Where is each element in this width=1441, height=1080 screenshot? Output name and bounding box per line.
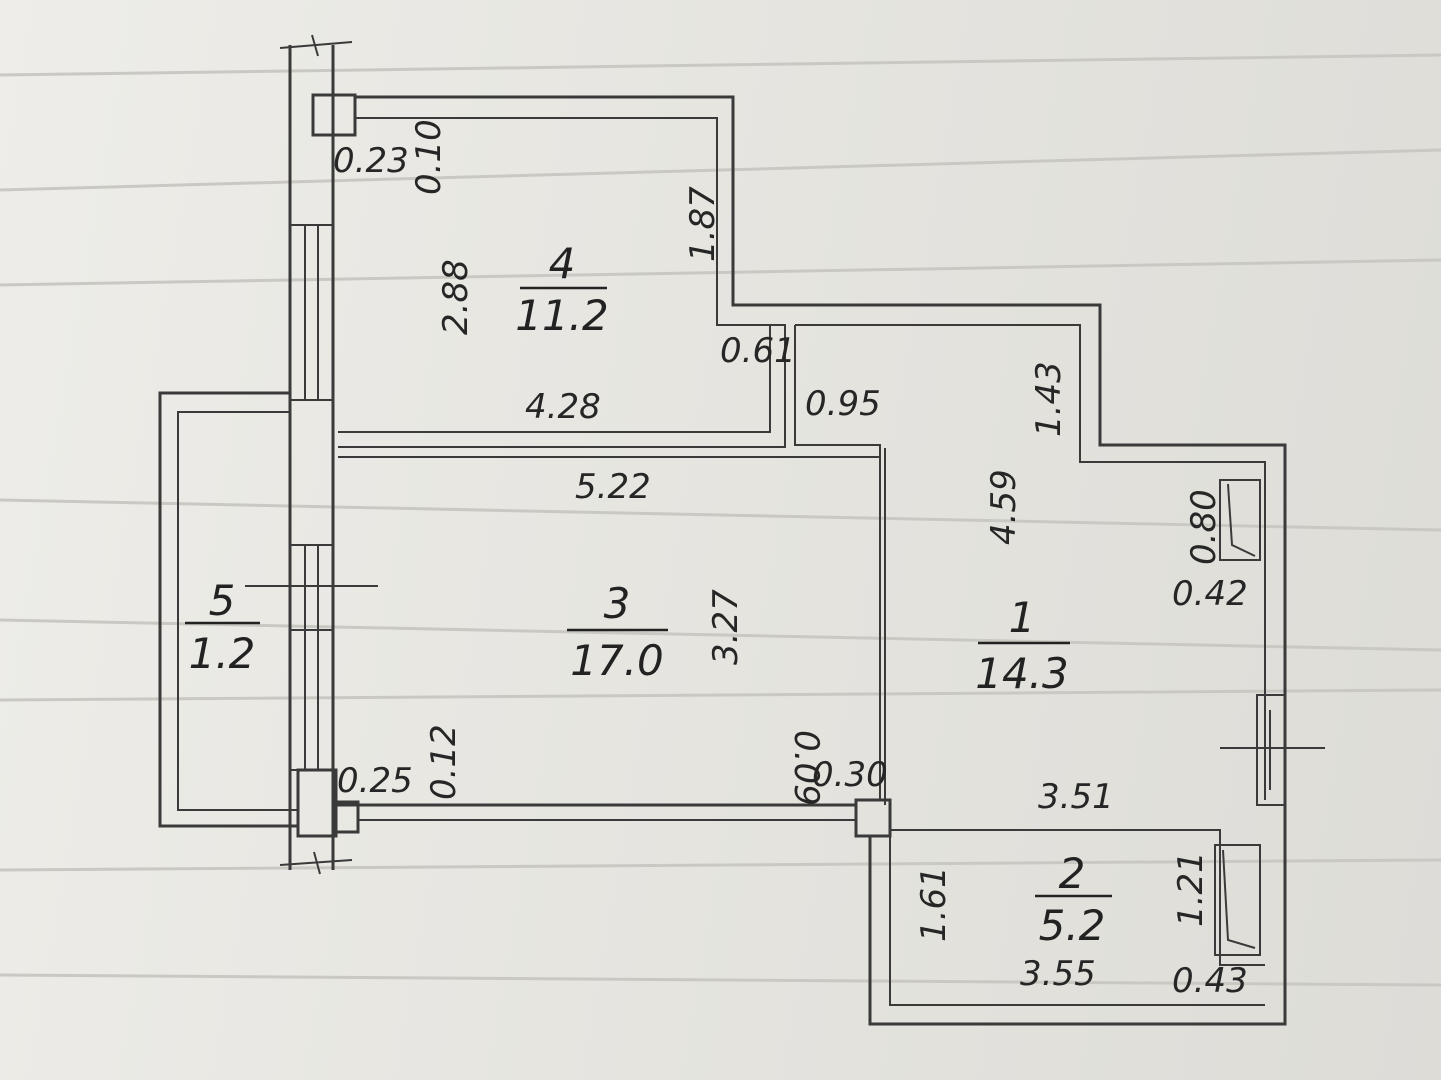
- fixtures: [1214, 479, 1261, 956]
- balcony-outline: [158, 391, 378, 828]
- dim-r4-width: 4.28: [525, 387, 601, 427]
- dim-r1-niche: 0.42: [1172, 574, 1248, 614]
- room-area: 14.3: [975, 649, 1069, 698]
- dim-r2-niche: 0.43: [1172, 961, 1248, 1001]
- dim-r3-width: 5.22: [575, 467, 651, 507]
- room-number: 5: [209, 576, 236, 625]
- room-number: 1: [1009, 593, 1036, 642]
- dim-r3-column: 0.30: [812, 755, 888, 795]
- dim-r3-pier: 0.25: [337, 761, 413, 801]
- room-label-4: 4 11.2: [515, 239, 609, 340]
- dim-corridor-width: 0.95: [805, 384, 881, 424]
- dim-r4-height: 2.88: [436, 259, 476, 335]
- dim-r1-window: 0.80: [1184, 489, 1224, 565]
- dim-r1-notch: 1.43: [1029, 361, 1069, 437]
- room-number: 3: [604, 579, 631, 628]
- column-center: [854, 798, 892, 838]
- background-ruling: [0, 53, 1441, 987]
- exterior-wall-left: [279, 34, 353, 875]
- room-area: 11.2: [515, 291, 609, 340]
- room-area: 1.2: [189, 629, 256, 678]
- dim-r2-width: 3.55: [1020, 954, 1096, 994]
- room-area: 17.0: [570, 636, 664, 685]
- room-area: 5.2: [1039, 901, 1106, 950]
- column-bottom-left-return: [334, 800, 360, 834]
- dim-r3-height: 3.27: [706, 589, 746, 665]
- column-bottom-left: [296, 768, 338, 838]
- room-2-walls: [889, 804, 1285, 1006]
- dimension-labels: 0.23 0.10 1.87 2.88 4.28 0.61 0.95 1.43 …: [333, 119, 1248, 1001]
- dim-r1-width: 3.51: [1038, 777, 1114, 817]
- room-3-walls: [336, 456, 881, 821]
- room-label-1: 1 14.3: [975, 593, 1070, 698]
- room-number: 2: [1059, 849, 1086, 898]
- dim-r4-pier: 0.23: [333, 141, 409, 181]
- room-label-3: 3 17.0: [567, 579, 668, 685]
- columns: [296, 93, 892, 838]
- room-label-2: 2 5.2: [1035, 849, 1112, 950]
- dim-corridor-pier: 0.61: [720, 331, 796, 371]
- dim-r4-east: 1.87: [683, 186, 723, 262]
- dim-r2-height: 1.61: [914, 866, 954, 942]
- radiator-room-1: [1219, 479, 1261, 561]
- column-top-left: [311, 93, 357, 137]
- dim-r4-wall: 0.10: [409, 119, 449, 195]
- room-number: 4: [549, 239, 576, 288]
- radiator-room-2: [1214, 844, 1261, 956]
- dim-r2-window: 1.21: [1171, 851, 1211, 927]
- room-4-walls: [338, 95, 1287, 1026]
- dim-r3-wall-b: 0.09: [786, 730, 826, 806]
- dim-r3-wall-a: 0.12: [424, 724, 464, 800]
- room-label-5: 5 1.2: [185, 576, 260, 678]
- dim-r1-height: 4.59: [984, 469, 1024, 545]
